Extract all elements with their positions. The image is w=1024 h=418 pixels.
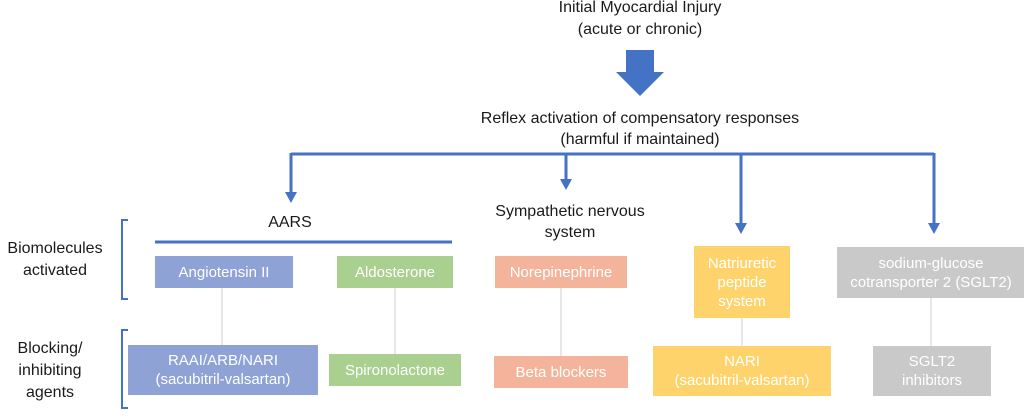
reflex-title: Reflex activation of compensatory respon… [480, 110, 800, 127]
drop-sympathetic-head [560, 179, 572, 190]
box-spironolactone: Spironolactone [329, 354, 461, 386]
injury-title: Initial Myocardial Injury [558, 0, 722, 16]
main-down-arrow [616, 50, 664, 96]
box-nari: NARI (sacubitril-valsartan) [653, 346, 831, 396]
box-raai-arb-nari: RAAI/ARB/NARI (sacubitril-valsartan) [128, 345, 318, 395]
group-aars: AARS [268, 214, 312, 231]
box-angiotensin-ii: Angiotensin II [155, 256, 293, 288]
bracket-biomolecules [121, 219, 128, 300]
box-norepinephrine: Norepinephrine [495, 256, 627, 288]
box-sglt2: sodium-glucose cotransporter 2 (SGLT2) [837, 247, 1024, 298]
injury-subtitle: (acute or chronic) [577, 21, 703, 38]
bracket-blocking [121, 329, 128, 409]
row-label-biomolecules: Biomolecules activated [7, 240, 103, 279]
row-label-blocking: Blocking/ inhibiting agents [17, 340, 83, 401]
group-sympathetic: Sympathetic nervous system [495, 203, 645, 241]
drop-natriuretic-head [735, 223, 747, 234]
box-sglt2-inhibitors: SGLT2 inhibitors [873, 346, 991, 396]
reflex-subtitle: (harmful if maintained) [560, 131, 720, 148]
box-aldosterone: Aldosterone [337, 256, 453, 288]
box-beta-blockers: Beta blockers [494, 356, 628, 388]
drop-aars-head [285, 192, 297, 203]
box-natriuretic-peptide: Natriuretic peptide system [694, 246, 790, 318]
drop-sglt2-head [928, 223, 940, 234]
